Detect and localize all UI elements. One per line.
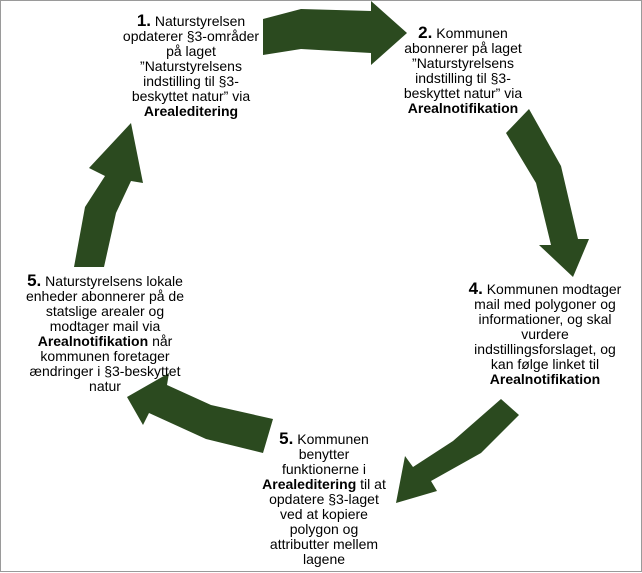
step-1: 1. Naturstyrelsen opdaterer §3-områder p… bbox=[109, 11, 273, 119]
step-5-naturstyrelsen-line: natur bbox=[89, 378, 121, 394]
step-4-line: Kommunen modtager bbox=[486, 281, 622, 297]
step-5-naturstyrelsen-line: enheder abonnerer på de bbox=[25, 288, 185, 304]
step-2-bold-term: Arealnotifikation bbox=[407, 100, 519, 116]
step-5-kommunen: 5. Kommunen benytter funktionerne i Area… bbox=[249, 429, 399, 567]
step-5-naturstyrelsen-line: modtager mail via bbox=[49, 318, 161, 334]
step-4-line: kan følge linket til bbox=[490, 356, 600, 372]
arrow-1-to-2 bbox=[263, 1, 407, 65]
step-5-naturstyrelsen-line: ændringer i §3-beskyttet bbox=[29, 363, 181, 379]
step-1-line: ”Naturstyrelsens bbox=[140, 58, 242, 74]
step-4-line: informationer, og skal bbox=[478, 311, 612, 327]
step-4-bold-term: Arealnotifikation bbox=[489, 371, 601, 387]
step-4-line: mail med polygoner og bbox=[474, 296, 616, 312]
arrow-2-to-4 bbox=[506, 109, 589, 277]
step-1-line: beskyttet natur” via bbox=[131, 88, 251, 104]
step-5-naturstyrelsen-line: kommunen foretager bbox=[40, 348, 170, 364]
step-5-kommunen-line: til at bbox=[360, 476, 386, 492]
step-5-naturstyrelsen-line: når bbox=[152, 333, 173, 349]
arrow-5-to-5 bbox=[127, 373, 273, 453]
step-1-line: Naturstyrelsen bbox=[154, 13, 246, 29]
step-5-kommunen-line: Kommunen bbox=[297, 431, 369, 447]
step-5-kommunen-line: funktionerne i bbox=[281, 461, 367, 477]
step-1-line: opdaterer §3-områder bbox=[122, 28, 260, 44]
step-5-kommunen-line: ved at kopiere bbox=[280, 506, 368, 522]
step-5-kommunen-line: benytter bbox=[298, 446, 350, 462]
step-5-kommunen-line: attributter mellem bbox=[269, 536, 379, 552]
step-5-kommunen-line: opdatere §3-laget bbox=[269, 491, 379, 507]
step-1-number: 1. bbox=[136, 11, 152, 30]
step-5-naturstyrelsen-line: statslige arealer og bbox=[45, 303, 165, 319]
step-4: 4. Kommunen modtager mail med polygoner … bbox=[453, 279, 637, 387]
step-5-naturstyrelsen-number: 5. bbox=[27, 271, 42, 290]
step-1-line: på laget bbox=[166, 43, 216, 59]
step-1-bold-term: Arealeditering bbox=[143, 103, 239, 119]
step-4-line: indstillingsforslaget, og bbox=[474, 341, 616, 357]
step-2-line: abonnerer på laget bbox=[404, 40, 522, 56]
step-5-naturstyrelsen-line: Naturstyrelsens lokale bbox=[45, 273, 183, 289]
arrow-5-to-1 bbox=[74, 123, 143, 267]
step-5-naturstyrelsen: 5. Naturstyrelsens lokale enheder abonne… bbox=[5, 271, 205, 394]
arrow-4-to-5 bbox=[396, 399, 519, 503]
step-2-line: ”Naturstyrelsens bbox=[412, 55, 514, 71]
step-4-line: vurdere bbox=[521, 326, 569, 342]
step-4-number: 4. bbox=[468, 279, 483, 298]
step-2-number: 2. bbox=[418, 23, 433, 42]
step-1-line: indstilling til §3- bbox=[143, 73, 239, 89]
step-2-line: beskyttet natur” via bbox=[403, 85, 523, 101]
step-2: 2. Kommunen abonnerer på laget ”Natursty… bbox=[383, 23, 543, 116]
step-5-naturstyrelsen-bold-term: Arealnotifikation bbox=[37, 333, 149, 349]
step-5-kommunen-number: 5. bbox=[279, 429, 294, 448]
step-5-kommunen-bold-term: Arealeditering bbox=[262, 476, 357, 492]
step-2-line: indstilling til §3- bbox=[415, 70, 511, 86]
step-2-line: Kommunen bbox=[436, 25, 508, 41]
step-5-kommunen-line: polygon og bbox=[289, 521, 359, 537]
step-5-kommunen-line: lagene bbox=[302, 551, 346, 567]
